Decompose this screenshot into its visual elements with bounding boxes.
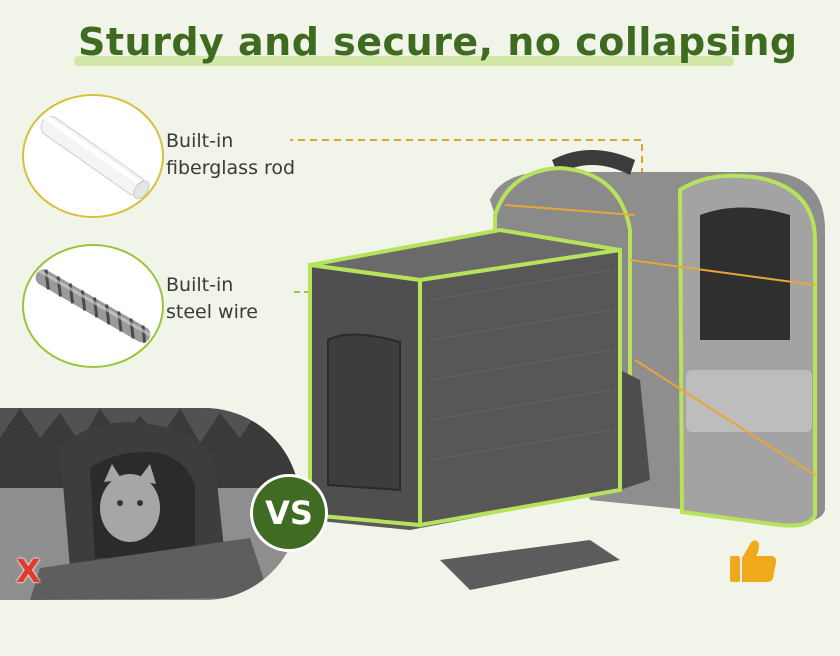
steel-wire-icon	[35, 269, 152, 343]
thumbs-up-icon	[730, 540, 777, 582]
collapsed-carrier-image	[0, 408, 300, 600]
steel-wire-circle	[22, 244, 164, 368]
bad-mark: X	[16, 552, 41, 590]
fiberglass-rod-icon	[40, 115, 150, 200]
page-title: Sturdy and secure, no collapsing	[78, 20, 798, 64]
title-highlight	[74, 56, 734, 66]
pet-backpack-illustration	[290, 139, 825, 590]
vs-badge: VS	[250, 474, 328, 552]
fiberglass-rod-circle	[22, 94, 164, 218]
feature-label-steel-wire: Built-in steel wire	[166, 274, 258, 323]
collapsed-carrier-photo	[0, 408, 300, 600]
feature-label-fiberglass: Built-in fiberglass rod	[166, 130, 296, 179]
